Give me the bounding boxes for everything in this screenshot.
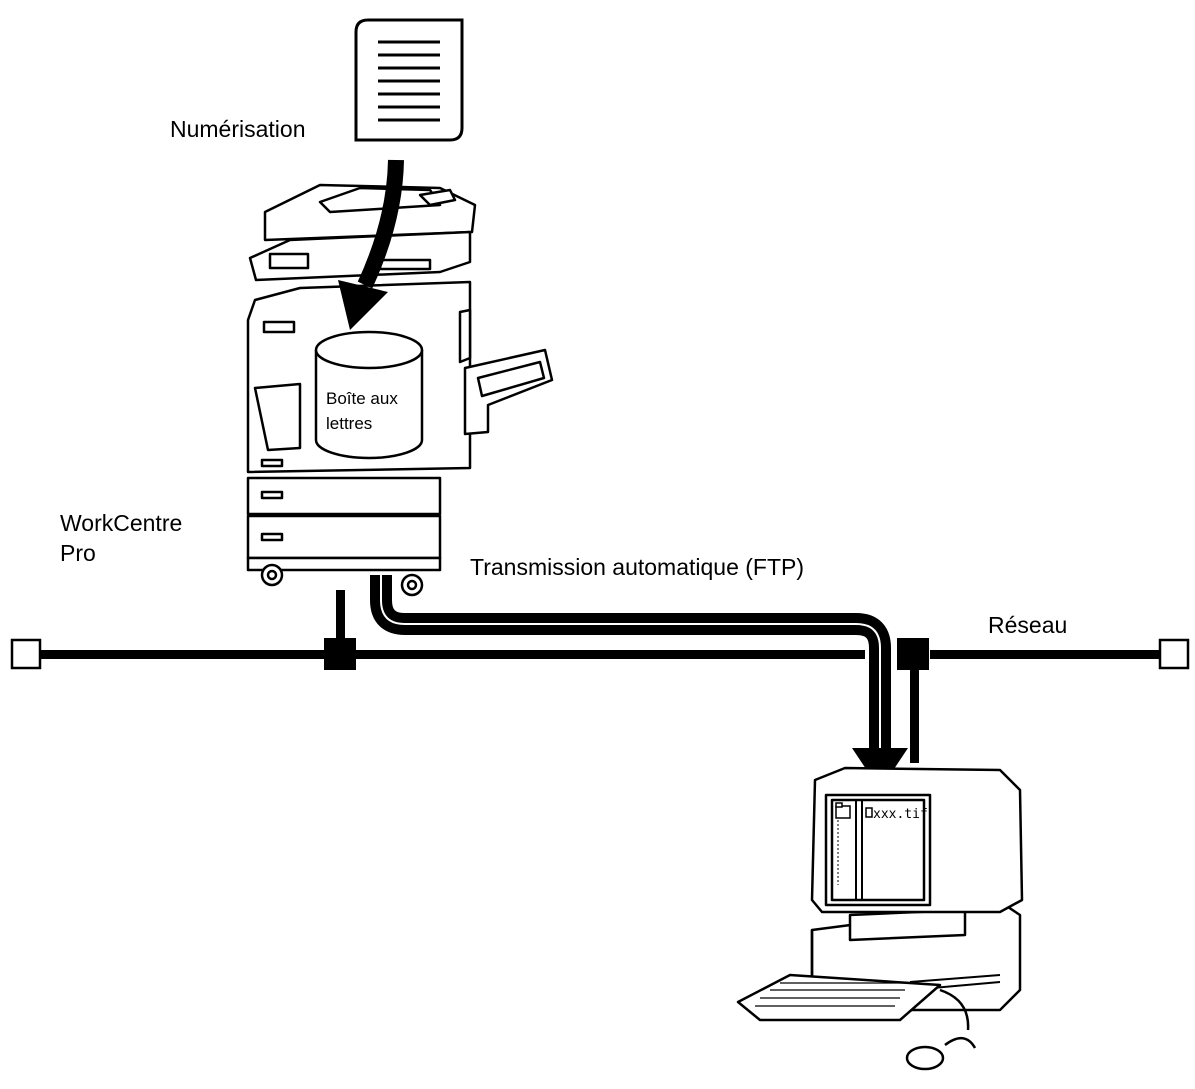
folder-icon bbox=[835, 802, 851, 819]
network-terminator-left bbox=[10, 638, 42, 670]
ftp-transmission-arrow bbox=[370, 575, 908, 790]
scan-label: Numérisation bbox=[170, 116, 306, 142]
mailbox-cylinder-icon bbox=[314, 330, 424, 460]
printer-network-node bbox=[324, 638, 356, 670]
device-label-line1: WorkCentre bbox=[60, 510, 183, 536]
file-icon bbox=[865, 807, 873, 818]
scan-arrow bbox=[338, 159, 404, 330]
network-line bbox=[10, 590, 1190, 763]
mailbox-label-line1: Boîte aux bbox=[326, 389, 398, 408]
network-label: Réseau bbox=[988, 612, 1068, 638]
mailbox-label-line2: lettres bbox=[326, 414, 373, 433]
computer-network-node bbox=[897, 638, 929, 670]
document-icon bbox=[354, 18, 464, 142]
screen-file-name: xxx.tif bbox=[873, 807, 928, 822]
transmission-label: Transmission automatique (FTP) bbox=[470, 554, 805, 580]
computer-icon bbox=[736, 766, 1024, 1071]
network-terminator-right bbox=[1158, 638, 1190, 670]
device-label-line2: Pro bbox=[60, 540, 96, 566]
